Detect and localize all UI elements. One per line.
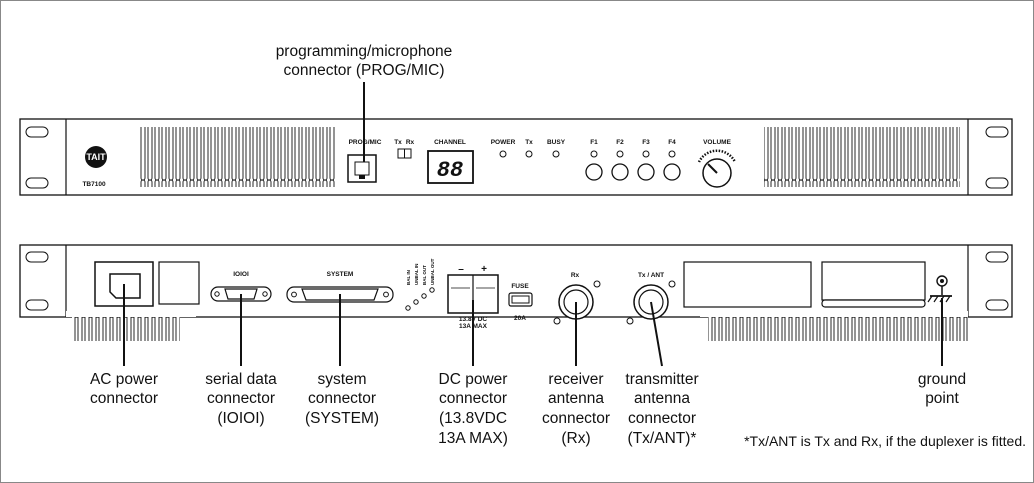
- rack-slot: [985, 126, 1009, 138]
- f1-label: F1: [590, 139, 598, 146]
- footnote: *Tx/ANT is Tx and Rx, if the duplexer is…: [744, 433, 1026, 449]
- prog-mic-label: PROG/MIC: [349, 139, 382, 146]
- f2-led: [616, 150, 624, 158]
- rear-blank-plate: [821, 261, 926, 301]
- f2-button: [611, 163, 629, 181]
- rack-slot: [25, 126, 49, 138]
- unbal-out-label: UNBAL OUT: [430, 258, 435, 285]
- callout-tx-2: antenna: [634, 390, 690, 407]
- system-label: SYSTEM: [327, 271, 354, 278]
- f3-button: [637, 163, 655, 181]
- dc-plus: +: [481, 264, 487, 275]
- callout-serial-1: serial data: [205, 371, 277, 388]
- front-vent-right: [764, 127, 960, 187]
- callout-system-1: system: [317, 371, 366, 388]
- volume-label: VOLUME: [703, 139, 731, 146]
- busy-label: BUSY: [547, 139, 566, 146]
- f4-led: [668, 150, 676, 158]
- serial-label: IOIOI: [233, 271, 249, 278]
- callout-rx-3: connector: [542, 410, 610, 427]
- callout-tx-4: (Tx/ANT)*: [628, 430, 697, 447]
- svg-text:TAIT: TAIT: [86, 152, 106, 162]
- rear-blank-plate: [683, 261, 812, 308]
- callout-dc-3: (13.8VDC: [439, 410, 507, 427]
- f3-led: [642, 150, 650, 158]
- rack-slot: [985, 299, 1009, 311]
- callout-rx-4: (Rx): [561, 430, 590, 447]
- rx-label: Rx: [571, 272, 580, 279]
- callout-ground-1: ground: [918, 371, 966, 388]
- rear-panel: IOIOI SYSTEM BAL IN UNBAL IN BAL OUT UNB…: [19, 244, 1013, 341]
- callout-rx-1: receiver: [548, 371, 603, 388]
- busy-led: [552, 150, 560, 158]
- callout-serial-3: (IOIOI): [217, 410, 264, 427]
- callout-dc-2: connector: [439, 390, 507, 407]
- bal-in-label: BAL IN: [406, 270, 411, 285]
- callout-dc-4: 13A MAX): [438, 430, 508, 447]
- channel-digits: 88: [437, 158, 463, 183]
- callout-prog-mic-2: connector (PROG/MIC): [283, 62, 444, 79]
- power-led: [499, 150, 507, 158]
- power-label: POWER: [491, 139, 516, 146]
- callout-tx-3: connector: [628, 410, 696, 427]
- rack-slot: [25, 251, 49, 263]
- fuse-rating: 20A: [514, 315, 526, 322]
- unbal-in-label: UNBAL IN: [414, 264, 419, 285]
- tx-ant-label: Tx / ANT: [638, 272, 664, 279]
- callout-ac-2: connector: [90, 390, 158, 407]
- rear-blank-plate: [158, 261, 200, 305]
- rack-slot: [985, 251, 1009, 263]
- callout-ground-2: point: [925, 390, 959, 407]
- model-label: TB7100: [82, 181, 106, 188]
- front-rx-label: Rx: [406, 139, 415, 146]
- f1-led: [590, 150, 598, 158]
- callout-ac-1: AC power: [90, 371, 158, 388]
- bal-out-label: BAL OUT: [422, 265, 427, 285]
- f3-label: F3: [642, 139, 650, 146]
- rack-slot: [25, 299, 49, 311]
- front-panel: TAIT TB7100 PROG/MIC Tx Rx CHANNEL 88 PO…: [19, 118, 1013, 196]
- f4-button: [663, 163, 681, 181]
- front-vent-left: [139, 127, 335, 187]
- callout-system-2: connector: [308, 390, 376, 407]
- rack-slot: [25, 177, 49, 189]
- callout-dc-1: DC power: [439, 371, 508, 388]
- rack-slot: [985, 177, 1009, 189]
- brand-logo: [85, 146, 107, 168]
- channel-display: [427, 150, 474, 184]
- tx-led: [525, 150, 533, 158]
- f1-button: [585, 163, 603, 181]
- tx-led-label: Tx: [525, 139, 533, 146]
- dc-minus: –: [458, 264, 464, 275]
- callout-lines: [123, 82, 943, 367]
- callout-rx-2: antenna: [548, 390, 604, 407]
- callouts: programming/microphone connector (PROG/M…: [90, 43, 1026, 449]
- fuse-label: FUSE: [511, 283, 529, 290]
- f4-label: F4: [668, 139, 676, 146]
- callout-serial-2: connector: [207, 390, 275, 407]
- channel-label: CHANNEL: [434, 139, 466, 146]
- f2-label: F2: [616, 139, 624, 146]
- callout-tx-1: transmitter: [625, 371, 698, 388]
- front-tx-label: Tx: [394, 139, 402, 146]
- callout-prog-mic-1: programming/microphone: [276, 43, 453, 60]
- callout-system-3: (SYSTEM): [305, 410, 379, 427]
